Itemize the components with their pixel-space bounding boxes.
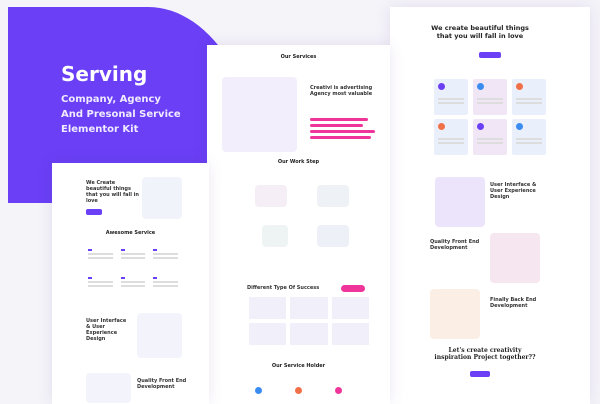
left-hero-illustration [142,177,182,219]
service-card [512,119,546,155]
right-cta-button[interactable] [470,371,490,377]
frontend-illustration [490,233,540,283]
uiux-illustration [435,177,485,227]
right-frontend-heading: Quality Front End Development [430,239,480,251]
service-card [512,79,546,115]
hero-title: Serving [61,62,148,86]
right-cta-heading: Let's create creativity inspiration Proj… [434,347,536,361]
left-hero-heading: We Create beautiful things that you will… [86,180,139,204]
services-heading: Our Services [280,54,317,60]
services-illustration [222,77,297,152]
awesome-service-grid [88,247,178,289]
service-card [434,79,468,115]
left-page-preview: We Create beautiful things that you will… [52,163,209,404]
success-grid [249,297,369,345]
holder-avatar [335,387,342,394]
backend-illustration [430,289,480,339]
service-item [120,247,146,261]
left-hero-button[interactable] [86,209,102,215]
about-heading: Creativi is advertising Agency most valu… [310,85,373,97]
subtitle-line: Elementor Kit [61,124,139,135]
right-hero-button[interactable] [479,52,501,58]
work-step-heading: Our Work Step [277,159,320,165]
service-card [473,119,507,155]
skill-bars [310,115,378,142]
left-frontend-illustration [86,373,131,403]
service-item [88,247,113,261]
success-tile [290,297,328,319]
service-card [434,119,468,155]
holder-heading: Our Service Holder [271,363,326,369]
service-item [153,275,178,289]
right-page-preview: We create beautiful things that you will… [390,7,590,404]
service-card [473,79,507,115]
right-uiux-heading: User Interface & User Experience Design [490,182,537,200]
service-item [88,275,113,289]
right-backend-heading: Finally Back End Development [490,297,537,309]
service-item [120,275,146,289]
service-item [153,247,178,261]
center-page-preview: Our Services Creativi is advertising Age… [207,45,390,404]
subtitle-line: And Presonal Service [61,109,181,120]
work-step-illustration [317,225,349,247]
success-tile [331,323,369,345]
success-tile [249,323,287,345]
left-uiux-illustration [137,313,182,358]
left-frontend-heading: Quality Front End Development [137,378,187,390]
success-tile [249,297,287,319]
holder-avatar [255,387,262,394]
hero-subtitle: Company, Agency And Presonal Service Ele… [61,92,241,137]
work-step-illustration [255,185,287,207]
success-tile [331,297,369,319]
awesome-service-heading: Awesome Service [105,230,156,236]
right-hero-heading: We create beautiful things that you will… [431,24,529,40]
work-step-illustration [262,225,288,247]
left-uiux-heading: User Interface & User Experience Design [86,318,127,342]
success-tile [290,323,328,345]
success-heading: Different Type Of Success [247,285,320,291]
holder-avatar [295,387,302,394]
subtitle-line: Company, Agency [61,94,161,105]
success-button[interactable] [341,285,365,292]
work-step-illustration [317,185,349,207]
